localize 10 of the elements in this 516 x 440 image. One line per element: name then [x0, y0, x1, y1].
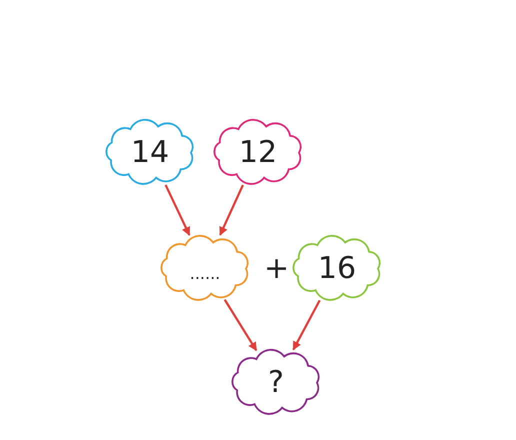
- number-text: 16: [318, 250, 356, 286]
- number-text: ......: [190, 262, 220, 282]
- arrow: [292, 300, 321, 350]
- number-text: ?: [268, 364, 284, 400]
- plus-sign: +: [264, 251, 290, 286]
- number-text: 12: [238, 134, 278, 170]
- number-text: 14: [130, 134, 170, 170]
- arrow: [224, 299, 258, 352]
- arrow: [219, 184, 244, 236]
- arrow: [164, 184, 190, 236]
